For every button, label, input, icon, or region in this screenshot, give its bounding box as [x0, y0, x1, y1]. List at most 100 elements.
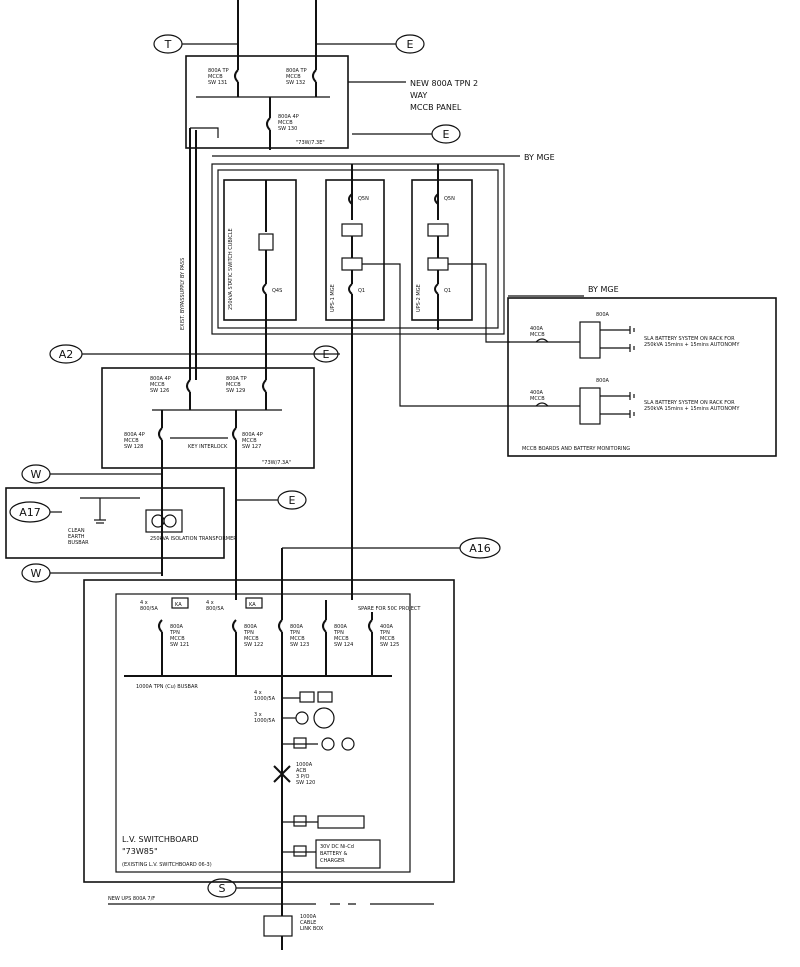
battery-1-label-2: 250kVA 15mins + 15mins AUTONOMY: [644, 342, 740, 348]
svg-text:SW 124: SW 124: [334, 642, 353, 648]
svg-text:Q5N: Q5N: [444, 196, 455, 202]
mid-breaker-2: 800A TP MCCB SW 129: [226, 376, 267, 410]
svg-text:Q1: Q1: [358, 288, 365, 294]
ups-2-inverter: [427, 257, 449, 271]
svg-text:MCCB: MCCB: [278, 120, 293, 126]
middle-bypass-panel: [101, 367, 315, 469]
battery-board: [507, 297, 777, 457]
top-mccb-panel: [185, 55, 349, 149]
svg-text:1000A: 1000A: [300, 914, 317, 920]
spare-label: SPARE FOR 50C PROJECT: [358, 606, 421, 612]
tag-e-mid: E: [352, 124, 461, 144]
svg-text:800A 4P: 800A 4P: [278, 114, 299, 120]
svg-text:400A: 400A: [380, 624, 394, 630]
svg-text:800A: 800A: [596, 312, 610, 318]
svg-text:EARTH: EARTH: [68, 534, 85, 540]
svg-text:SW 120: SW 120: [296, 780, 315, 786]
ups-inner-enclosure: [217, 169, 499, 329]
relay-group: [282, 815, 365, 829]
svg-text:ACB: ACB: [296, 768, 307, 774]
svg-text:3 P/O: 3 P/O: [296, 774, 309, 780]
tag-e-right-label: E: [289, 494, 296, 507]
tag-e-right: E: [236, 490, 307, 510]
svg-text:MCCB: MCCB: [124, 438, 139, 444]
svg-text:SW 125: SW 125: [380, 642, 399, 648]
lv-breaker-5: 400A TPN MCCB SW 125: [368, 612, 399, 676]
lv-breaker-4: 800A TPN MCCB SW 124: [322, 600, 353, 676]
isolation-tx-label: 250kVA ISOLATION TRANSFORMER: [150, 536, 237, 542]
ups-2-rectifier: [427, 223, 449, 237]
svg-text:400A: 400A: [530, 390, 544, 396]
svg-text:4 x: 4 x: [254, 690, 262, 696]
svg-text:KA: KA: [175, 602, 182, 608]
svg-text:SW 123: SW 123: [290, 642, 309, 648]
lv-breaker-3: 800A TPN MCCB SW 123: [278, 600, 309, 676]
static-switch-label: 250kVA STATIC SWITCH CUBICLE: [228, 228, 234, 310]
tag-a17: A17: [9, 501, 62, 523]
transformer-enclosure: [5, 487, 225, 559]
ups-module-2: [411, 179, 473, 321]
svg-text:TPN: TPN: [289, 630, 300, 636]
svg-text:SW 122: SW 122: [244, 642, 263, 648]
tag-a2-e-label: E: [323, 348, 330, 361]
svg-text:MCCB: MCCB: [380, 636, 395, 642]
battery-2-label-2: 250kVA 15mins + 15mins AUTONOMY: [644, 406, 740, 412]
lv-switchboard-ref: "73W85": [122, 847, 158, 856]
svg-text:MCCB: MCCB: [244, 636, 259, 642]
lv-breaker-2: KA 4 x 800/5A 800A TPN MCCB SW 122: [206, 597, 263, 676]
svg-text:800A: 800A: [596, 378, 610, 384]
tag-s: S: [207, 878, 282, 898]
lv-switchboard-title: L.V. SWITCHBOARD: [122, 835, 199, 844]
static-switch-cabinet: [223, 179, 297, 321]
ups-outer-enclosure: [211, 163, 505, 335]
svg-text:MCCB: MCCB: [334, 636, 349, 642]
svg-text:1000/5A: 1000/5A: [254, 696, 276, 702]
lv-switchboard-existing: (EXISTING L.V. SWITCHBOARD 06-3): [122, 862, 212, 868]
ups-module-1: [325, 179, 385, 321]
tag-a16-label: A16: [469, 542, 491, 555]
svg-text:SW 121: SW 121: [170, 642, 189, 648]
battery-1-label-1: SLA BATTERY SYSTEM ON RACK FOR: [644, 336, 735, 342]
svg-text:SW 126: SW 126: [150, 388, 169, 394]
lv-breaker-1: KA 4 x 800/5A 800A TPN MCCB SW 121: [140, 597, 189, 676]
svg-text:TPN: TPN: [379, 630, 390, 636]
top-panel-title-3: MCCB PANEL: [410, 103, 462, 112]
svg-text:SW 128: SW 128: [124, 444, 143, 450]
tag-w-top: W: [21, 464, 162, 484]
tag-a2-label: A2: [59, 348, 74, 361]
svg-text:800A TP: 800A TP: [286, 68, 307, 74]
meter-group-2: 3 x 1000/5A: [254, 707, 335, 729]
tag-t-label: T: [164, 38, 172, 51]
svg-text:LINK BOX: LINK BOX: [300, 926, 324, 932]
tag-a2: A2 E: [49, 344, 340, 364]
svg-text:MCCB: MCCB: [150, 382, 165, 388]
cable-link-box: [263, 915, 293, 937]
svg-text:4 x: 4 x: [140, 600, 148, 606]
top-panel-breaker-1: 800A TP MCCB SW 131: [208, 58, 239, 97]
ups-2-battery-feed: [448, 263, 510, 343]
svg-text:MCCB: MCCB: [170, 636, 185, 642]
svg-text:800/5A: 800/5A: [206, 606, 224, 612]
svg-text:800A 4P: 800A 4P: [124, 432, 145, 438]
svg-text:Q5N: Q5N: [358, 196, 369, 202]
ss-module: [258, 233, 274, 251]
interlock-label: KEY INTERLOCK: [188, 444, 228, 450]
svg-text:UPS-2 MGE: UPS-2 MGE: [416, 284, 422, 312]
svg-text:UPS-1 MGE: UPS-1 MGE: [330, 284, 336, 312]
tag-t-top: T: [153, 34, 238, 54]
ups-1-rectifier: [341, 223, 363, 237]
svg-text:TPN: TPN: [333, 630, 344, 636]
svg-text:MCCB: MCCB: [226, 382, 241, 388]
tag-e-mid-label: E: [443, 128, 450, 141]
svg-text:SW 127: SW 127: [242, 444, 261, 450]
busbar-label: 1000A TPN (Cu) BUSBAR: [136, 684, 198, 690]
svg-text:800A TP: 800A TP: [208, 68, 229, 74]
bypass-label: EXIST. BYPASSUPPLY BY PASS: [180, 258, 186, 330]
svg-text:TPN: TPN: [243, 630, 254, 636]
battery-2-label-1: SLA BATTERY SYSTEM ON RACK FOR: [644, 400, 735, 406]
svg-text:CHARGER: CHARGER: [320, 858, 345, 864]
mid-breaker-4: 800A 4P MCCB SW 127: [232, 410, 263, 600]
svg-text:MCCB: MCCB: [530, 396, 545, 402]
